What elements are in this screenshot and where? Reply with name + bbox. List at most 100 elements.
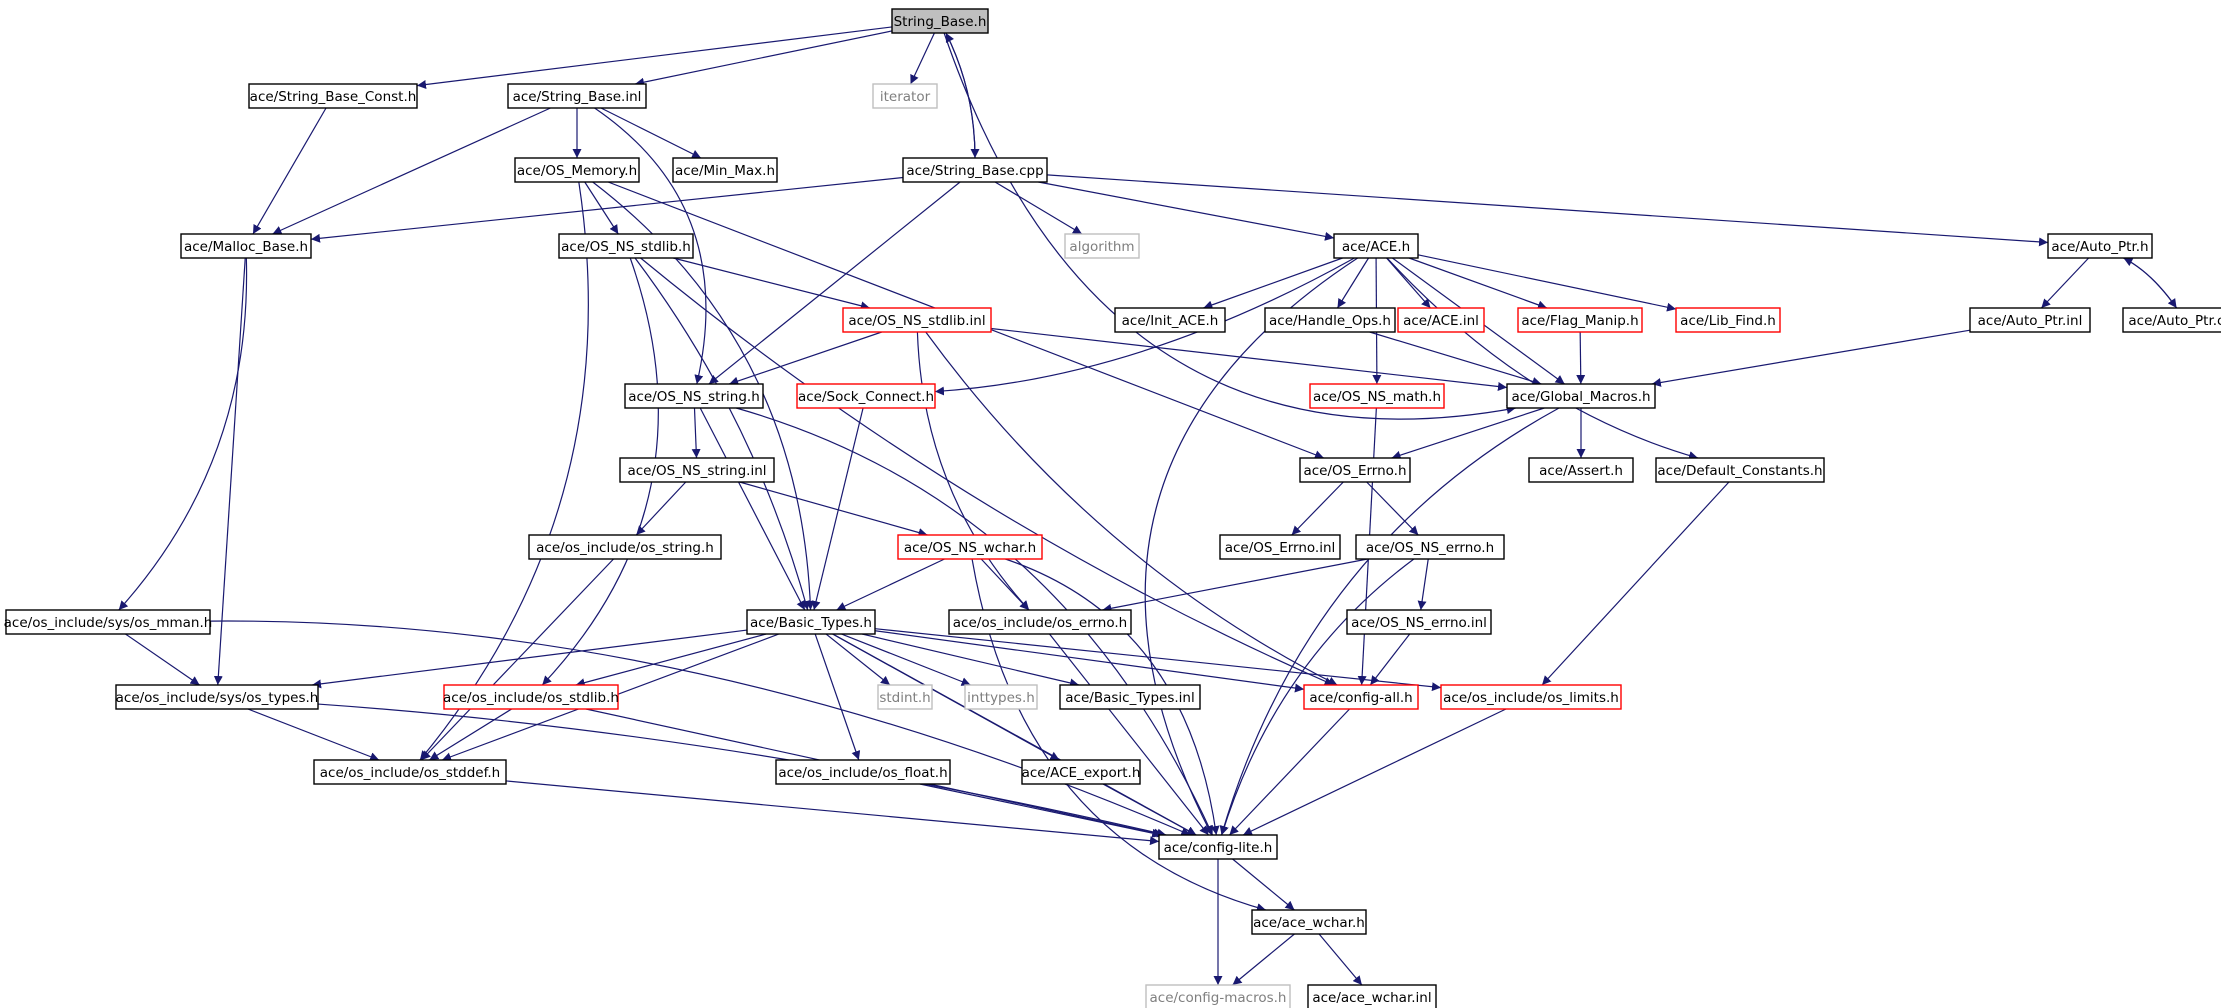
node-box	[796, 383, 936, 409]
node-ace-os-include-os-limits-h[interactable]: ace/os_include/os_limits.h	[1440, 684, 1622, 710]
node-label: ace/Malloc_Base.h	[184, 239, 308, 255]
node-ace-string-base-inl[interactable]: ace/String_Base.inl	[507, 83, 647, 109]
edge-string-base-cpp-to-auto-ptr	[1046, 174, 2049, 247]
edge-os-ns-stdlib-to-basic-types	[634, 257, 810, 611]
node-box	[1064, 233, 1140, 259]
node-ace-init-ace-h[interactable]: ace/Init_ACE.h	[1114, 307, 1226, 333]
node-ace-ace-export-h[interactable]: ace/ACE_export.h	[1021, 759, 1141, 785]
node-ace-string-base-const-h[interactable]: ace/String_Base_Const.h	[248, 83, 418, 109]
edge-string-base-h-to-global-macros	[943, 32, 1516, 420]
node-string-base-h[interactable]: String_Base.h	[891, 8, 989, 34]
edge-os-ns-wchar-to-basic-types	[836, 558, 945, 611]
node-label: ace/String_Base_Const.h	[250, 89, 417, 105]
node-label: ace/Min_Max.h	[675, 163, 775, 179]
node-label: ace/config-lite.h	[1164, 840, 1273, 856]
node-box	[872, 83, 938, 109]
node-label: ace/OS_NS_errno.inl	[1351, 615, 1487, 631]
node-label: ace/os_include/os_stddef.h	[320, 765, 500, 781]
node-box	[1303, 684, 1419, 710]
node-ace-ace-wchar-h[interactable]: ace/ace_wchar.h	[1251, 909, 1367, 935]
node-ace-os-errno-h[interactable]: ace/OS_Errno.h	[1299, 457, 1411, 483]
node-box	[1059, 684, 1201, 710]
node-label: ace/OS_Memory.h	[517, 163, 637, 179]
node-ace-ace-h[interactable]: ace/ACE.h	[1333, 233, 1419, 259]
edge-handle-ops-to-global-macros	[1369, 331, 1542, 386]
node-algorithm[interactable]: algorithm	[1064, 233, 1140, 259]
node-label: ace/ace_wchar.h	[1253, 915, 1365, 931]
node-ace-sock-connect-h[interactable]: ace/Sock_Connect.h	[796, 383, 936, 409]
node-ace-malloc-base-h[interactable]: ace/Malloc_Base.h	[180, 233, 312, 259]
edge-config-lite-to-ace-wchar	[1232, 858, 1295, 911]
edge-basic-types-to-inttypes	[841, 633, 971, 686]
node-ace-auto-ptr-cpp[interactable]: ace/Auto_Ptr.cpp	[2122, 307, 2221, 333]
node-box	[902, 157, 1048, 183]
node-iterator[interactable]: iterator	[872, 83, 938, 109]
node-box	[1969, 307, 2091, 333]
edge-os-float-to-config-lite	[919, 783, 1162, 838]
node-ace-os-include-os-errno-h[interactable]: ace/os_include/os_errno.h	[948, 609, 1132, 635]
node-ace-basic-types-inl[interactable]: ace/Basic_Types.inl	[1059, 684, 1201, 710]
node-ace-os-include-sys-os-mman-h[interactable]: ace/os_include/sys/os_mman.h	[4, 609, 213, 635]
edge-malloc-base-to-os-mman	[118, 257, 248, 611]
node-label: ace/OS_NS_string.inl	[627, 463, 766, 479]
node-stdint-h[interactable]: stdint.h	[877, 684, 933, 710]
node-ace-config-macros-h[interactable]: ace/config-macros.h	[1145, 984, 1291, 1008]
node-ace-os-ns-string-h[interactable]: ace/OS_NS_string.h	[624, 383, 764, 409]
node-box	[746, 609, 876, 635]
node-label: stdint.h	[879, 690, 930, 706]
node-ace-basic-types-h[interactable]: ace/Basic_Types.h	[746, 609, 876, 635]
node-label: ace/Auto_Ptr.inl	[1978, 313, 2083, 329]
edge-os-ns-string-to-os-ns-string-inl	[691, 407, 701, 459]
node-ace-flag-manip-h[interactable]: ace/Flag_Manip.h	[1517, 307, 1643, 333]
node-box	[842, 307, 992, 333]
node-ace-os-ns-errno-inl[interactable]: ace/OS_NS_errno.inl	[1346, 609, 1492, 635]
node-ace-auto-ptr-inl[interactable]: ace/Auto_Ptr.inl	[1969, 307, 2091, 333]
node-ace-min-max-h[interactable]: ace/Min_Max.h	[672, 157, 778, 183]
node-ace-os-ns-wchar-h[interactable]: ace/OS_NS_wchar.h	[897, 534, 1043, 560]
node-box	[5, 609, 211, 635]
edge-ace-h-to-flag-manip	[1408, 257, 1548, 310]
node-ace-os-ns-stdlib-inl[interactable]: ace/OS_NS_stdlib.inl	[842, 307, 992, 333]
node-ace-handle-ops-h[interactable]: ace/Handle_Ops.h	[1264, 307, 1396, 333]
node-ace-ace-wchar-inl[interactable]: ace/ace_wchar.inl	[1307, 984, 1437, 1008]
edge-ace-h-to-lib-find	[1417, 254, 1677, 312]
node-ace-config-all-h[interactable]: ace/config-all.h	[1303, 684, 1419, 710]
node-box	[1299, 457, 1411, 483]
node-label: ace/Basic_Types.h	[750, 615, 872, 631]
node-label: algorithm	[1069, 239, 1134, 255]
node-ace-config-lite-h[interactable]: ace/config-lite.h	[1158, 834, 1278, 860]
edge-os-stdlib-inc-to-os-stddef	[429, 708, 512, 761]
node-inttypes-h[interactable]: inttypes.h	[964, 684, 1038, 710]
edge-os-ns-errno-to-config-lite	[1220, 558, 1415, 836]
node-ace-auto-ptr-h[interactable]: ace/Auto_Ptr.h	[2047, 233, 2153, 259]
node-ace-ace-inl[interactable]: ace/ACE.inl	[1397, 307, 1485, 333]
node-ace-os-memory-h[interactable]: ace/OS_Memory.h	[514, 157, 640, 183]
node-ace-os-errno-inl[interactable]: ace/OS_Errno.inl	[1219, 534, 1341, 560]
node-ace-os-ns-string-inl[interactable]: ace/OS_NS_string.inl	[619, 457, 775, 483]
node-ace-string-base-cpp[interactable]: ace/String_Base.cpp	[902, 157, 1048, 183]
node-ace-os-include-sys-os-types-h[interactable]: ace/os_include/sys/os_types.h	[115, 684, 319, 710]
node-label: ace/ACE.h	[1342, 239, 1410, 255]
node-ace-os-include-os-stdlib-h[interactable]: ace/os_include/os_stdlib.h	[443, 684, 619, 710]
node-ace-lib-find-h[interactable]: ace/Lib_Find.h	[1675, 307, 1781, 333]
edge-basic-types-to-basic-types-inl	[861, 633, 1080, 688]
node-ace-default-constants-h[interactable]: ace/Default_Constants.h	[1655, 457, 1825, 483]
node-ace-os-include-os-float-h[interactable]: ace/os_include/os_float.h	[775, 759, 951, 785]
node-ace-os-ns-errno-h[interactable]: ace/OS_NS_errno.h	[1355, 534, 1505, 560]
edge-auto-ptr-to-auto-ptr-cpp	[2123, 257, 2178, 309]
edge-flag-manip-to-global-macros	[1576, 331, 1586, 385]
node-ace-os-include-os-string-h[interactable]: ace/os_include/os_string.h	[528, 534, 722, 560]
edge-os-ns-wchar-to-config-lite	[1005, 558, 1220, 836]
node-ace-global-macros-h[interactable]: ace/Global_Macros.h	[1506, 383, 1656, 409]
node-ace-os-ns-stdlib-h[interactable]: ace/OS_NS_stdlib.h	[558, 233, 694, 259]
node-label: ace/Default_Constants.h	[1657, 463, 1822, 479]
edge-default-constants-to-os-limits	[1541, 481, 1730, 686]
node-label: ace/OS_NS_math.h	[1313, 389, 1441, 405]
node-box	[443, 684, 619, 710]
node-label: ace/String_Base.cpp	[906, 163, 1043, 179]
node-ace-assert-h[interactable]: ace/Assert.h	[1528, 457, 1634, 483]
node-ace-os-include-os-stddef-h[interactable]: ace/os_include/os_stddef.h	[313, 759, 507, 785]
edge-os-ns-stdlib-inl-to-os-ns-string	[729, 331, 882, 386]
edge-os-ns-stdlib-inl-to-global-macros	[990, 327, 1508, 391]
node-ace-os-ns-math-h[interactable]: ace/OS_NS_math.h	[1309, 383, 1445, 409]
